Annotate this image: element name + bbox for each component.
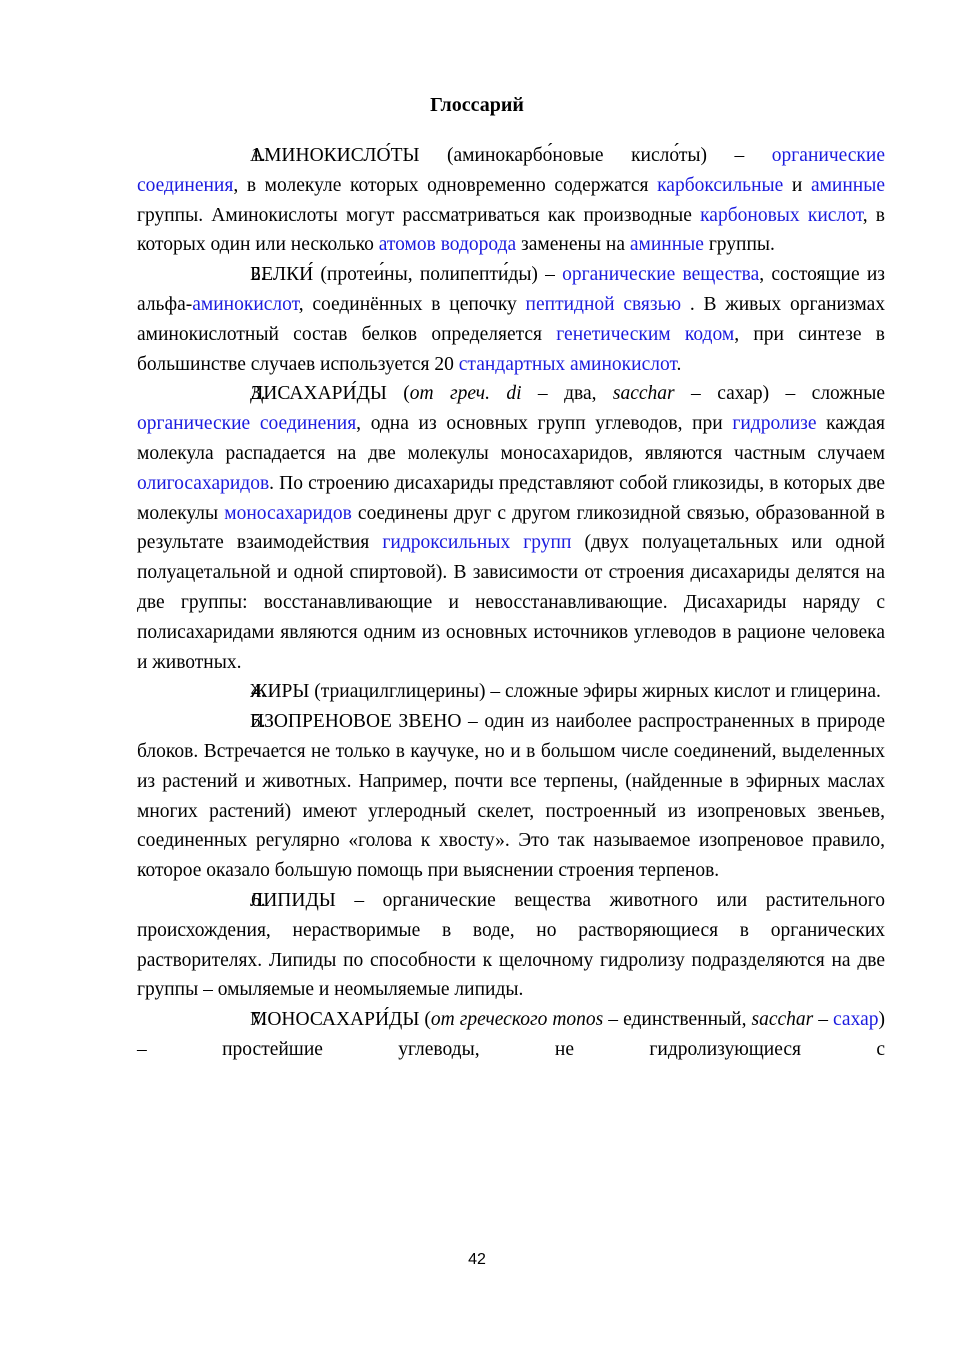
term-link[interactable]: сахар — [833, 1009, 879, 1031]
term-link[interactable]: атомов водорода — [378, 234, 517, 256]
entry-number: 6. — [251, 889, 266, 911]
glossary-entry: 2.БЕЛКИ́ (протеи́ны, полипепти́ды) – орг… — [137, 260, 885, 379]
entry-text: , одна из основных групп углеводов, при — [356, 413, 733, 435]
entry-number: 4. — [251, 681, 266, 703]
entry-text: – единственный, — [603, 1009, 752, 1031]
entry-text: и — [783, 174, 811, 196]
entry-text: ДИСАХАРИ́ДЫ ( — [250, 383, 410, 405]
term-link[interactable]: органические вещества — [562, 264, 760, 286]
entry-text: соединены друг с другом гликозидной связ… — [137, 502, 885, 554]
page-title: Глоссарий — [430, 94, 524, 116]
term-link[interactable]: органические соединения — [137, 413, 357, 435]
term-link[interactable]: гидроксильных групп — [382, 532, 572, 554]
entry-number: 7. — [251, 1009, 266, 1031]
entry-text: , в молекуле которых одновременно содерж… — [233, 174, 658, 196]
entry-text: . — [676, 353, 682, 375]
entry-text: МОНОСАХАРИ́ДЫ ( — [250, 1009, 431, 1031]
entry-text: – два, — [521, 383, 613, 405]
glossary-entry: 5.ИЗОПРЕНОВОЕ ЗВЕНО – один из наиболее р… — [137, 707, 885, 886]
term-link[interactable]: пептидной связью — [525, 293, 682, 315]
italic-text: от греч. di — [409, 383, 522, 405]
term-link[interactable]: аминные — [629, 234, 704, 256]
italic-text: от греческого monos — [430, 1009, 604, 1031]
entry-text: , соединённых в цепочку — [298, 293, 526, 315]
glossary-entry: 1.АМИНОКИСЛО́ТЫ (аминокарбо́новые кисло́… — [137, 141, 885, 260]
term-link[interactable]: аминные — [810, 174, 885, 196]
entry-text: ) – простейшие углеводы, не гидролизующи… — [137, 1009, 885, 1060]
entry-text: ИЗОПРЕНОВОЕ ЗВЕНО – один из наиболее рас… — [137, 711, 885, 882]
entry-text: (двух полуацетальных или одной полуацета… — [137, 532, 885, 673]
entry-text: . В живых организмах аминокислотный сост… — [137, 293, 886, 345]
entry-number: 3. — [251, 383, 266, 405]
entry-text: , в которых один или несколько — [137, 204, 885, 256]
term-link[interactable]: олигосахаридов — [137, 472, 270, 494]
entry-number: 1. — [251, 145, 266, 166]
term-link[interactable]: генетическим кодом — [556, 323, 735, 345]
italic-text: sacchar — [751, 1009, 814, 1031]
entry-text: ЖИРЫ (триацилглицерины) – сложные эфиры … — [250, 681, 881, 703]
term-link[interactable]: органические соединения — [137, 145, 885, 196]
term-link[interactable]: карбоксильные — [657, 174, 784, 196]
entry-text: . По строению дисахариды представляют со… — [137, 472, 885, 524]
glossary-list: 1.АМИНОКИСЛО́ТЫ (аминокарбо́новые кисло́… — [137, 141, 885, 1065]
glossary-entry: 7.МОНОСАХАРИ́ДЫ (от греческого monos – е… — [137, 1005, 885, 1065]
term-link[interactable]: аминокислот — [192, 293, 299, 315]
entry-text: каждая молекула распадается на две молек… — [137, 413, 885, 464]
entry-text: , при синтезе в большинстве случаев испо… — [137, 323, 885, 375]
term-link[interactable]: карбоновых кислот — [700, 204, 863, 226]
glossary-entry: 6.ЛИПИДЫ – органические вещества животно… — [137, 886, 885, 1005]
entry-text: заменены на — [516, 234, 630, 256]
entry-text: БЕЛКИ́ (протеи́ны, полипепти́ды) – — [250, 264, 563, 286]
entry-number: 2. — [251, 264, 266, 286]
glossary-entry: 3.ДИСАХАРИ́ДЫ (от греч. di – два, saccha… — [137, 379, 885, 677]
entry-text: – сахар) – сложные — [674, 383, 885, 405]
entry-text: группы. Аминокислоты могут рассматривать… — [137, 204, 701, 226]
entry-text: – — [813, 1009, 834, 1031]
term-link[interactable]: гидролизе — [732, 413, 817, 435]
italic-text: sacchar — [612, 383, 675, 405]
entry-text: АМИНОКИСЛО́ТЫ (аминокарбо́новые кисло́ты… — [250, 145, 772, 166]
entry-text: ЛИПИДЫ – органические вещества животного… — [137, 889, 885, 1001]
entry-text: , состоящие из альфа- — [137, 264, 885, 315]
entry-text: группы. — [703, 234, 775, 256]
glossary-entry: 4.ЖИРЫ (триацилглицерины) – сложные эфир… — [137, 677, 885, 707]
term-link[interactable]: моносахаридов — [224, 502, 352, 524]
term-link[interactable]: стандартных аминокислот — [458, 353, 677, 375]
entry-number: 5. — [251, 711, 266, 733]
page-number: 42 — [468, 1251, 486, 1268]
